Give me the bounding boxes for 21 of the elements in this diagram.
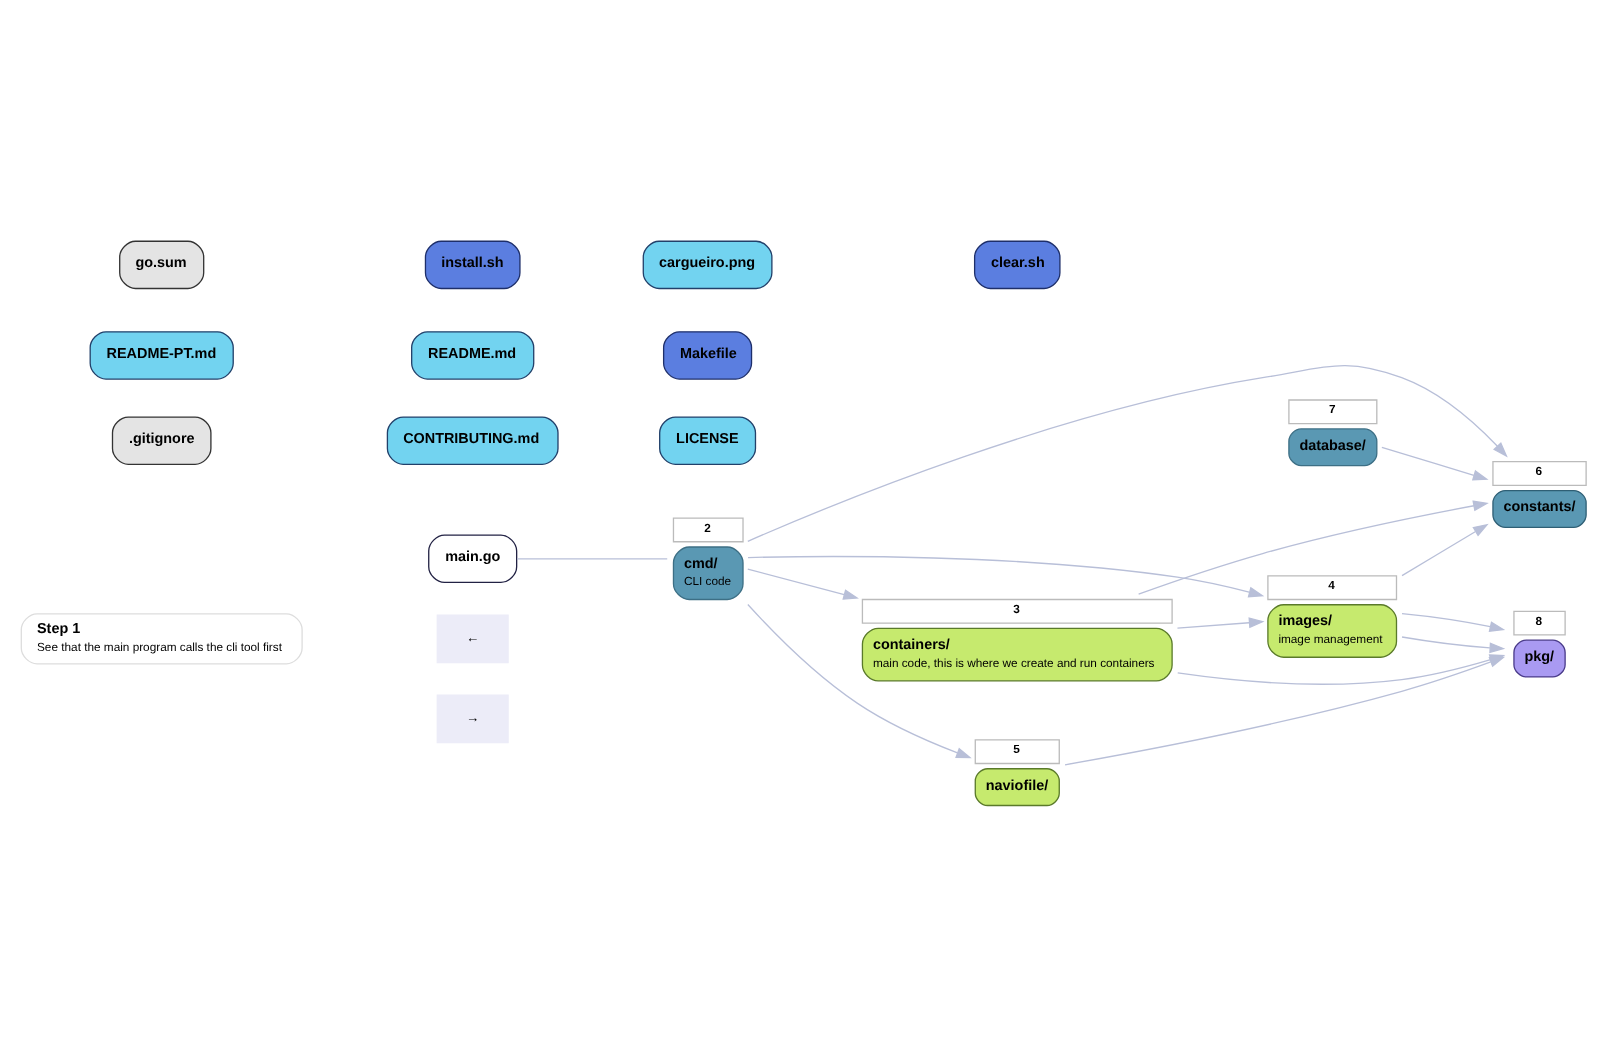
node-box: README-PT.md	[89, 331, 234, 380]
arrow	[747, 555, 1265, 598]
arrow	[747, 568, 859, 600]
node-box: clear.sh	[973, 240, 1061, 290]
node-box: .gitignore	[111, 416, 212, 465]
node-box: main.go	[428, 534, 518, 584]
arrow	[747, 603, 972, 759]
arrow	[1401, 636, 1506, 654]
arrow	[1137, 500, 1489, 595]
node-box: cargueiro.png	[642, 240, 773, 290]
node-box: go.sum	[119, 240, 205, 290]
arrow	[1401, 523, 1489, 577]
node-box: LICENSE	[659, 416, 757, 465]
node-box: install.sh	[424, 240, 521, 290]
node-box: README.md	[411, 331, 535, 380]
arrow	[1401, 612, 1506, 632]
arrow	[747, 364, 1508, 542]
node-box: CONTRIBUTING.md	[386, 416, 559, 465]
arrow	[1381, 446, 1489, 481]
node-box: Makefile	[662, 331, 753, 380]
connector	[516, 558, 668, 560]
